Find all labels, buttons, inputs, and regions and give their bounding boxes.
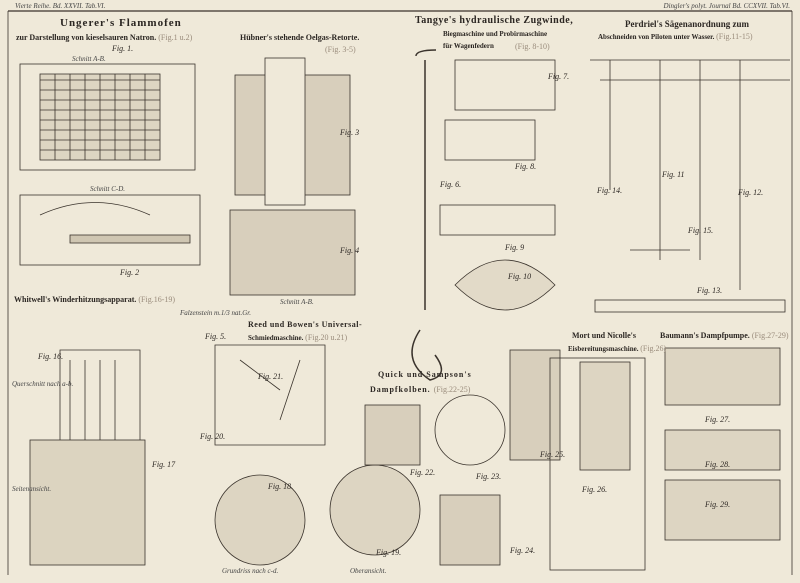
fig-label: Fig. 1. [112,44,134,53]
fig-ref: (Fig.27-29) [751,331,789,340]
subtitle-text: Dampfkolben. [370,385,431,394]
subtitle-mort: Eisbereitungsmaschine. (Fig.26) [568,344,666,353]
fig-label: Fig. 23. [476,472,502,481]
pump-drawing [664,347,781,406]
subtitle-perdriel: Abschneiden von Piloten unter Wasser. (F… [598,32,753,41]
fig-ref: (Fig.1 u.2) [158,33,193,42]
fig-label: Fig. 4 [340,246,360,255]
fig-ref: (Fig.20 u.21) [305,333,348,342]
ref-huebner: (Fig. 3-5) [325,45,356,54]
fig-label: Fig. 27. [705,415,731,424]
header-right: Dingler's polyt. Journal Bd. CCXVII. Tab… [663,2,790,10]
subtitle-text: zur Darstellung von kieselsauren Natron. [16,33,157,42]
fig-ref: (Fig.11-15) [716,32,753,41]
fig-label: Fig. 7. [548,72,570,81]
fig-label: Fig. 16. [38,352,64,361]
title-whitwell: Whitwell's Winderhitzungsapparat. (Fig.1… [14,295,175,304]
label-grundriss: Grundriss nach c-d. [222,567,279,575]
fig-label: Fig. 24. [510,546,536,555]
fig-label: Fig. 21. [258,372,284,381]
saw-drawing [590,59,790,290]
title-reed: Reed und Bowen's Universal- [248,320,363,329]
fig-ref: (Fig.26) [640,344,667,353]
fig-ref: (Fig.22-25) [433,385,471,394]
label-querschnitt: Querschnitt nach a-b. [12,380,74,388]
label-schnitt-cd: Schnitt C-D. [90,185,125,193]
subtitle2-tangye: für Wagenfedern [443,42,494,50]
label-oberansicht: Oberansicht. [350,567,387,575]
fig-label: Fig. 26. [582,485,608,494]
label-schnitt-ab: Schnitt A-B. [72,55,106,63]
fig-label: Fig. 13. [697,286,723,295]
fig-label: Fig. 19. [376,548,402,557]
retort-plan-drawing [229,209,356,296]
fig-label: Fig. 20. [200,432,226,441]
press-drawing [454,59,556,111]
title-huebner: Hübner's stehende Oelgas-Retorte. [240,33,360,42]
fig-label: Fig. 9 [505,243,525,252]
header-left: Vierte Reihe. Bd. XXVII. Tab.VI. [15,2,106,10]
subtitle-tangye: Biegmaschine und Probirmaschine [443,30,548,38]
fig-label: Fig. 8. [515,162,537,171]
fig-label: Fig. 2 [120,268,140,277]
title-perdriel: Perdriel's Sägenanordnung zum [625,19,750,29]
subtitle-reed: Schmiedmaschine. (Fig.20 u.21) [248,333,347,342]
heater-drawing [59,349,141,451]
fig-label: Fig. 12. [738,188,764,197]
fig-label: Fig. 6. [440,180,462,189]
furnace-plan-drawing [19,63,196,171]
title-text: Baumann's Dampfpumpe. [660,331,750,340]
subtitle-text: Schmiedmaschine. [248,334,304,342]
title-baumann: Baumann's Dampfpumpe. (Fig.27-29) [660,331,788,340]
hook-drawing [411,49,443,381]
fig-label: Fig. 29. [705,500,731,509]
fig-label: Fig. 18. [268,482,294,491]
fig-label: Fig. 17 [152,460,176,469]
fig-label: Fig. 3 [340,128,360,137]
subtitle-text: Eisbereitungsmaschine. [568,345,639,353]
title-ungerer: Ungerer's Flammofen [60,17,182,29]
title-text: Whitwell's Winderhitzungsapparat. [14,295,137,304]
fig-label: Fig. 5. [205,332,227,341]
title-quick: Quick und Sampson's [378,370,472,379]
fig-label: Fig. 14. [597,186,623,195]
fig-ref: (Fig.16-19) [138,295,176,304]
ice-machine-drawing [549,357,646,571]
fig-label: Fig. 10 [508,272,532,281]
grundriss-drawing [214,474,306,566]
label-seitenansicht: Seitenansicht. [12,485,52,493]
furnace-section-drawing [19,194,201,266]
fig-label: Fig. 28. [705,460,731,469]
title-tangye: Tangye's hydraulische Zugwinde, [415,15,574,26]
label-falzenstein: Falzenstein m.1/3 nat.Gr. [180,309,251,317]
subtitle-quick: Dampfkolben. (Fig.22-25) [370,385,470,394]
title-mort: Mort und Nicolle's [572,331,636,340]
fig-label: Fig. 22. [410,468,436,477]
subtitle-ungerer: zur Darstellung von kieselsauren Natron.… [16,33,192,42]
fig-label: Fig. 15. [688,226,714,235]
fig-label: Fig. 11 [662,170,685,179]
label-schnitt-ab-2: Schnitt A-B. [280,298,314,306]
fig-label: Fig. 25. [540,450,566,459]
ref-tangye: (Fig. 8-10) [515,42,550,51]
subtitle-text: Abschneiden von Piloten unter Wasser. [598,33,715,41]
